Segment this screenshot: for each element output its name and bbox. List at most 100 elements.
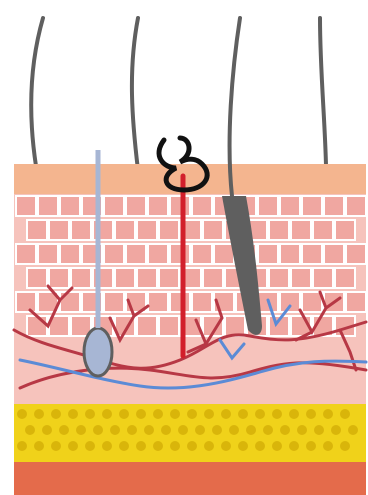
fat-cell: [144, 425, 154, 435]
skin-cell: [291, 220, 311, 240]
skin-cell: [49, 268, 69, 288]
fat-cell: [221, 441, 231, 451]
fat-cell: [314, 425, 324, 435]
fat-cell: [85, 441, 95, 451]
skin-cell: [27, 220, 47, 240]
skin-cell: [49, 220, 69, 240]
skin-cell: [280, 244, 300, 264]
skin-cell: [115, 220, 135, 240]
skin-cell: [269, 220, 289, 240]
skin-cell: [126, 244, 146, 264]
fat-cell: [297, 425, 307, 435]
skin-cell: [313, 268, 333, 288]
skin-cell: [170, 244, 190, 264]
fat-cell: [76, 425, 86, 435]
fat-cell: [212, 425, 222, 435]
fat-cell: [136, 409, 146, 419]
skin-cell: [335, 268, 355, 288]
fat-cell: [170, 441, 180, 451]
skin-cell: [346, 244, 366, 264]
gland-icon: [84, 328, 112, 376]
fat-cell: [289, 441, 299, 451]
skin-cell: [214, 244, 234, 264]
fat-cell: [340, 409, 350, 419]
fat-cell: [102, 409, 112, 419]
fat-cell: [119, 441, 129, 451]
skin-cell: [324, 244, 344, 264]
fat-cell: [229, 425, 239, 435]
skin-cell: [27, 268, 47, 288]
fat-cell: [153, 441, 163, 451]
skin-cell: [302, 292, 322, 312]
fat-cell: [68, 409, 78, 419]
skin-cell: [203, 268, 223, 288]
fat-cell: [136, 441, 146, 451]
fat-cell: [255, 441, 265, 451]
skin-cell: [258, 196, 278, 216]
skin-cell: [302, 244, 322, 264]
skin-cell: [38, 196, 58, 216]
fat-cell: [170, 409, 180, 419]
skin-cell: [192, 196, 212, 216]
skin-cell: [71, 220, 91, 240]
fat-cell: [102, 441, 112, 451]
fat-cell: [85, 409, 95, 419]
fat-cell: [51, 409, 61, 419]
skin-cell: [104, 196, 124, 216]
skin-cell: [159, 268, 179, 288]
skin-cell: [38, 244, 58, 264]
skin-cell: [269, 268, 289, 288]
fat-cell: [68, 441, 78, 451]
skin-cell: [346, 196, 366, 216]
skin-cell: [335, 220, 355, 240]
fat-cell: [59, 425, 69, 435]
skin-cell: [192, 244, 212, 264]
fat-cell: [238, 409, 248, 419]
fat-cell: [178, 425, 188, 435]
skin-cell: [291, 268, 311, 288]
fat-cell: [323, 441, 333, 451]
skin-cell: [280, 292, 300, 312]
skin-cell: [126, 196, 146, 216]
skin-cell: [280, 196, 300, 216]
skin-cell: [137, 268, 157, 288]
fat-cell: [331, 425, 341, 435]
fat-cell: [263, 425, 273, 435]
fat-cell: [323, 409, 333, 419]
skin-cell: [170, 196, 190, 216]
fat-cell: [238, 441, 248, 451]
epidermis-layer: [14, 164, 366, 198]
fat-cell: [195, 425, 205, 435]
fat-cell: [306, 409, 316, 419]
skin-cell: [137, 316, 157, 336]
skin-cell: [60, 196, 80, 216]
fat-cell: [110, 425, 120, 435]
skin-cell: [159, 316, 179, 336]
fat-cell: [272, 441, 282, 451]
fat-cell: [34, 409, 44, 419]
fat-cell: [51, 441, 61, 451]
fat-cell: [25, 425, 35, 435]
subcutaneous-fat-layer: [14, 404, 366, 462]
fat-cell: [127, 425, 137, 435]
fat-cell: [17, 441, 27, 451]
fat-cell: [119, 409, 129, 419]
fat-cell: [204, 441, 214, 451]
skin-cell: [346, 292, 366, 312]
skin-cell: [115, 268, 135, 288]
skin-cell: [258, 244, 278, 264]
fat-cell: [93, 425, 103, 435]
skin-cell: [104, 292, 124, 312]
fat-cell: [187, 409, 197, 419]
fat-cell: [161, 425, 171, 435]
fat-cell: [348, 425, 358, 435]
skin-cell: [104, 244, 124, 264]
skin-cell: [60, 244, 80, 264]
fat-cell: [255, 409, 265, 419]
skin-cell: [203, 220, 223, 240]
skin-cell: [148, 244, 168, 264]
muscle-layer: [14, 462, 366, 495]
skin-cell: [27, 316, 47, 336]
skin-cell: [137, 220, 157, 240]
